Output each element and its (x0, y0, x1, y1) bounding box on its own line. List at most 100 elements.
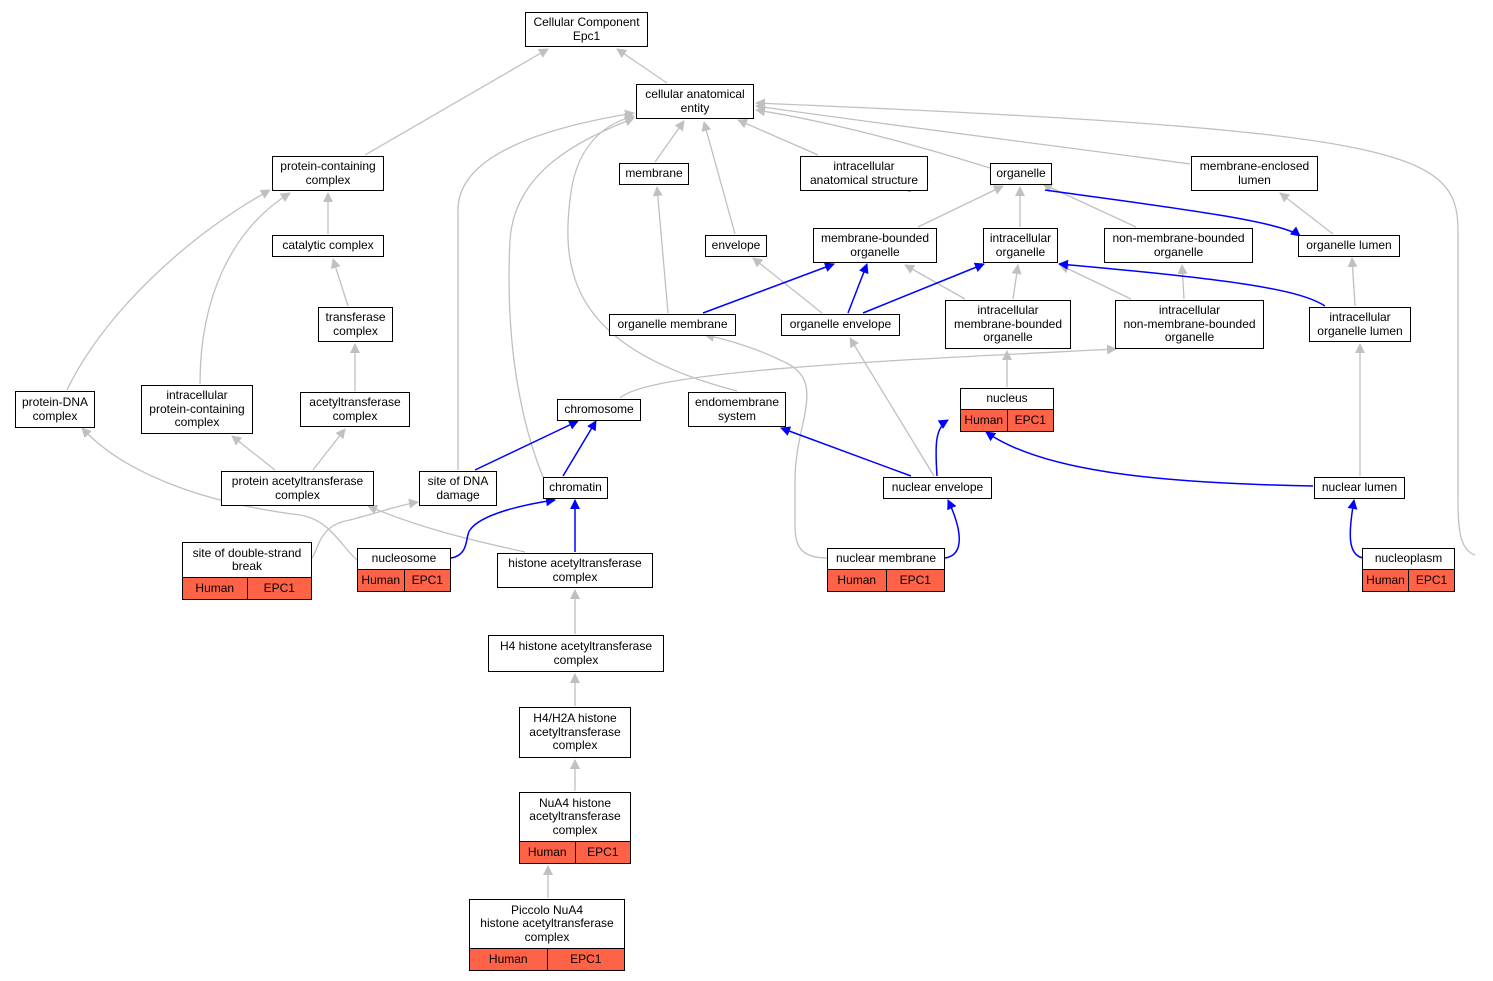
node-membrane[interactable]: membrane (619, 163, 689, 185)
node-om[interactable]: organelle membrane (609, 314, 736, 336)
is-a-edge (457, 109, 635, 470)
part-of-edge (1044, 189, 1301, 237)
node-pcc[interactable]: protein-containing complex (272, 156, 384, 191)
annotation-species: Human (1366, 572, 1405, 587)
node-h4[interactable]: H4 histone acetyltransferase complex (488, 635, 664, 672)
node-label: intracellular membrane-bounded organelle (953, 303, 1063, 345)
node-nmbo[interactable]: non-membrane-bounded organelle (1104, 228, 1253, 263)
node-patc[interactable]: protein acetyltransferase complex (221, 471, 374, 506)
node-sdd[interactable]: site of DNA damage (419, 471, 497, 506)
node-label: membrane (625, 166, 683, 181)
is-a-edge (1347, 257, 1358, 307)
node-cae[interactable]: cellular anatomical entity (636, 84, 754, 119)
node-io[interactable]: intracellular organelle (983, 228, 1058, 263)
is-a-edge (752, 257, 823, 314)
is-a-edge (66, 189, 271, 391)
annotation-gene: EPC1 (246, 578, 312, 599)
is-a-edge (616, 48, 668, 84)
node-label: protein-DNA complex (21, 395, 89, 423)
is-a-edge (1177, 264, 1188, 300)
part-of-edge (862, 262, 985, 314)
node-label: intracellular organelle lumen (1317, 310, 1403, 338)
node-label: Cellular Component Epc1 (533, 15, 640, 43)
node-iol[interactable]: intracellular organelle lumen (1309, 307, 1411, 342)
node-label: acetyltransferase complex (309, 395, 401, 423)
node-label: cellular anatomical entity (645, 87, 745, 115)
is-a-edge (508, 116, 635, 478)
node-piccolo[interactable]: Piccolo NuA4 histone acetyltransferase c… (469, 899, 625, 971)
node-label: nucleus (986, 391, 1028, 406)
node-envelope[interactable]: envelope (705, 235, 767, 257)
node-catcomplex[interactable]: catalytic complex (272, 235, 384, 257)
annotation-species: Human (488, 951, 528, 966)
part-of-edge (702, 262, 835, 314)
is-a-edge (81, 427, 358, 561)
annotation-gene: EPC1 (885, 570, 945, 591)
node-ipcc[interactable]: intracellular protein-containing complex (141, 385, 253, 434)
node-label: intracellular protein-containing complex (149, 388, 245, 430)
node-label: protein acetyltransferase complex (231, 474, 364, 502)
node-label: site of DNA damage (427, 474, 489, 502)
node-h4h2a[interactable]: H4/H2A histone acetyltransferase complex (519, 707, 631, 758)
is-a-edge (619, 344, 1117, 399)
node-mel[interactable]: membrane-enclosed lumen (1191, 156, 1318, 191)
is-a-edge (904, 264, 966, 300)
node-label: protein-containing complex (280, 159, 376, 187)
node-transcomplex[interactable]: transferase complex (318, 307, 393, 342)
node-nl[interactable]: nuclear lumen (1314, 477, 1405, 499)
node-root[interactable]: Cellular Component Epc1 (525, 12, 648, 47)
node-endomem[interactable]: endomembrane system (688, 392, 786, 427)
node-label: nuclear membrane (835, 551, 937, 566)
node-label: organelle membrane (617, 317, 728, 332)
node-organelle[interactable]: organelle (990, 163, 1052, 185)
node-label: catalytic complex (282, 238, 374, 253)
annotation-gene: EPC1 (546, 949, 625, 970)
node-oe[interactable]: organelle envelope (781, 314, 900, 336)
node-label: transferase complex (325, 310, 386, 338)
annotation-gene: EPC1 (1006, 410, 1054, 431)
node-pdna[interactable]: protein-DNA complex (15, 391, 95, 428)
node-hatc[interactable]: histone acetyltransferase complex (497, 553, 653, 588)
node-label: NuA4 histone acetyltransferase complex (529, 795, 621, 837)
is-a-edge (755, 106, 991, 169)
annotation-gene: EPC1 (403, 570, 451, 591)
is-a-edge (701, 121, 736, 235)
annotation-gene: EPC1 (574, 842, 631, 863)
node-atcomplex[interactable]: acetyltransferase complex (300, 392, 410, 427)
node-label: nucleoplasm (1374, 551, 1443, 566)
part-of-edge (450, 496, 556, 559)
node-label: nuclear envelope (891, 480, 984, 495)
node-mbo[interactable]: membrane-bounded organelle (813, 228, 937, 263)
node-chromatin[interactable]: chromatin (543, 477, 608, 499)
node-ias[interactable]: intracellular anatomical structure (800, 156, 928, 191)
node-ol[interactable]: organelle lumen (1298, 235, 1400, 257)
is-a-edge (755, 102, 1191, 165)
part-of-edge (1058, 259, 1326, 307)
node-label: chromosome (564, 402, 634, 417)
node-imbo[interactable]: intracellular membrane-bounded organelle (945, 300, 1071, 349)
node-label: histone acetyltransferase complex (508, 556, 642, 584)
node-label: membrane-bounded organelle (820, 231, 930, 259)
is-a-edge (1011, 264, 1022, 300)
node-inmbo[interactable]: intracellular non-membrane-bounded organ… (1115, 300, 1264, 349)
part-of-edge (562, 420, 597, 477)
is-a-edge (330, 258, 349, 307)
node-chromosome[interactable]: chromosome (557, 399, 641, 421)
node-label: H4/H2A histone acetyltransferase complex (529, 711, 621, 753)
node-label: nucleosome (371, 551, 437, 566)
is-a-edge (755, 98, 1476, 556)
node-label: organelle envelope (789, 317, 892, 332)
node-ne[interactable]: nuclear envelope (883, 477, 992, 499)
part-of-edge (944, 499, 960, 559)
is-a-edge (1279, 192, 1334, 235)
is-a-edge (1042, 183, 1137, 228)
